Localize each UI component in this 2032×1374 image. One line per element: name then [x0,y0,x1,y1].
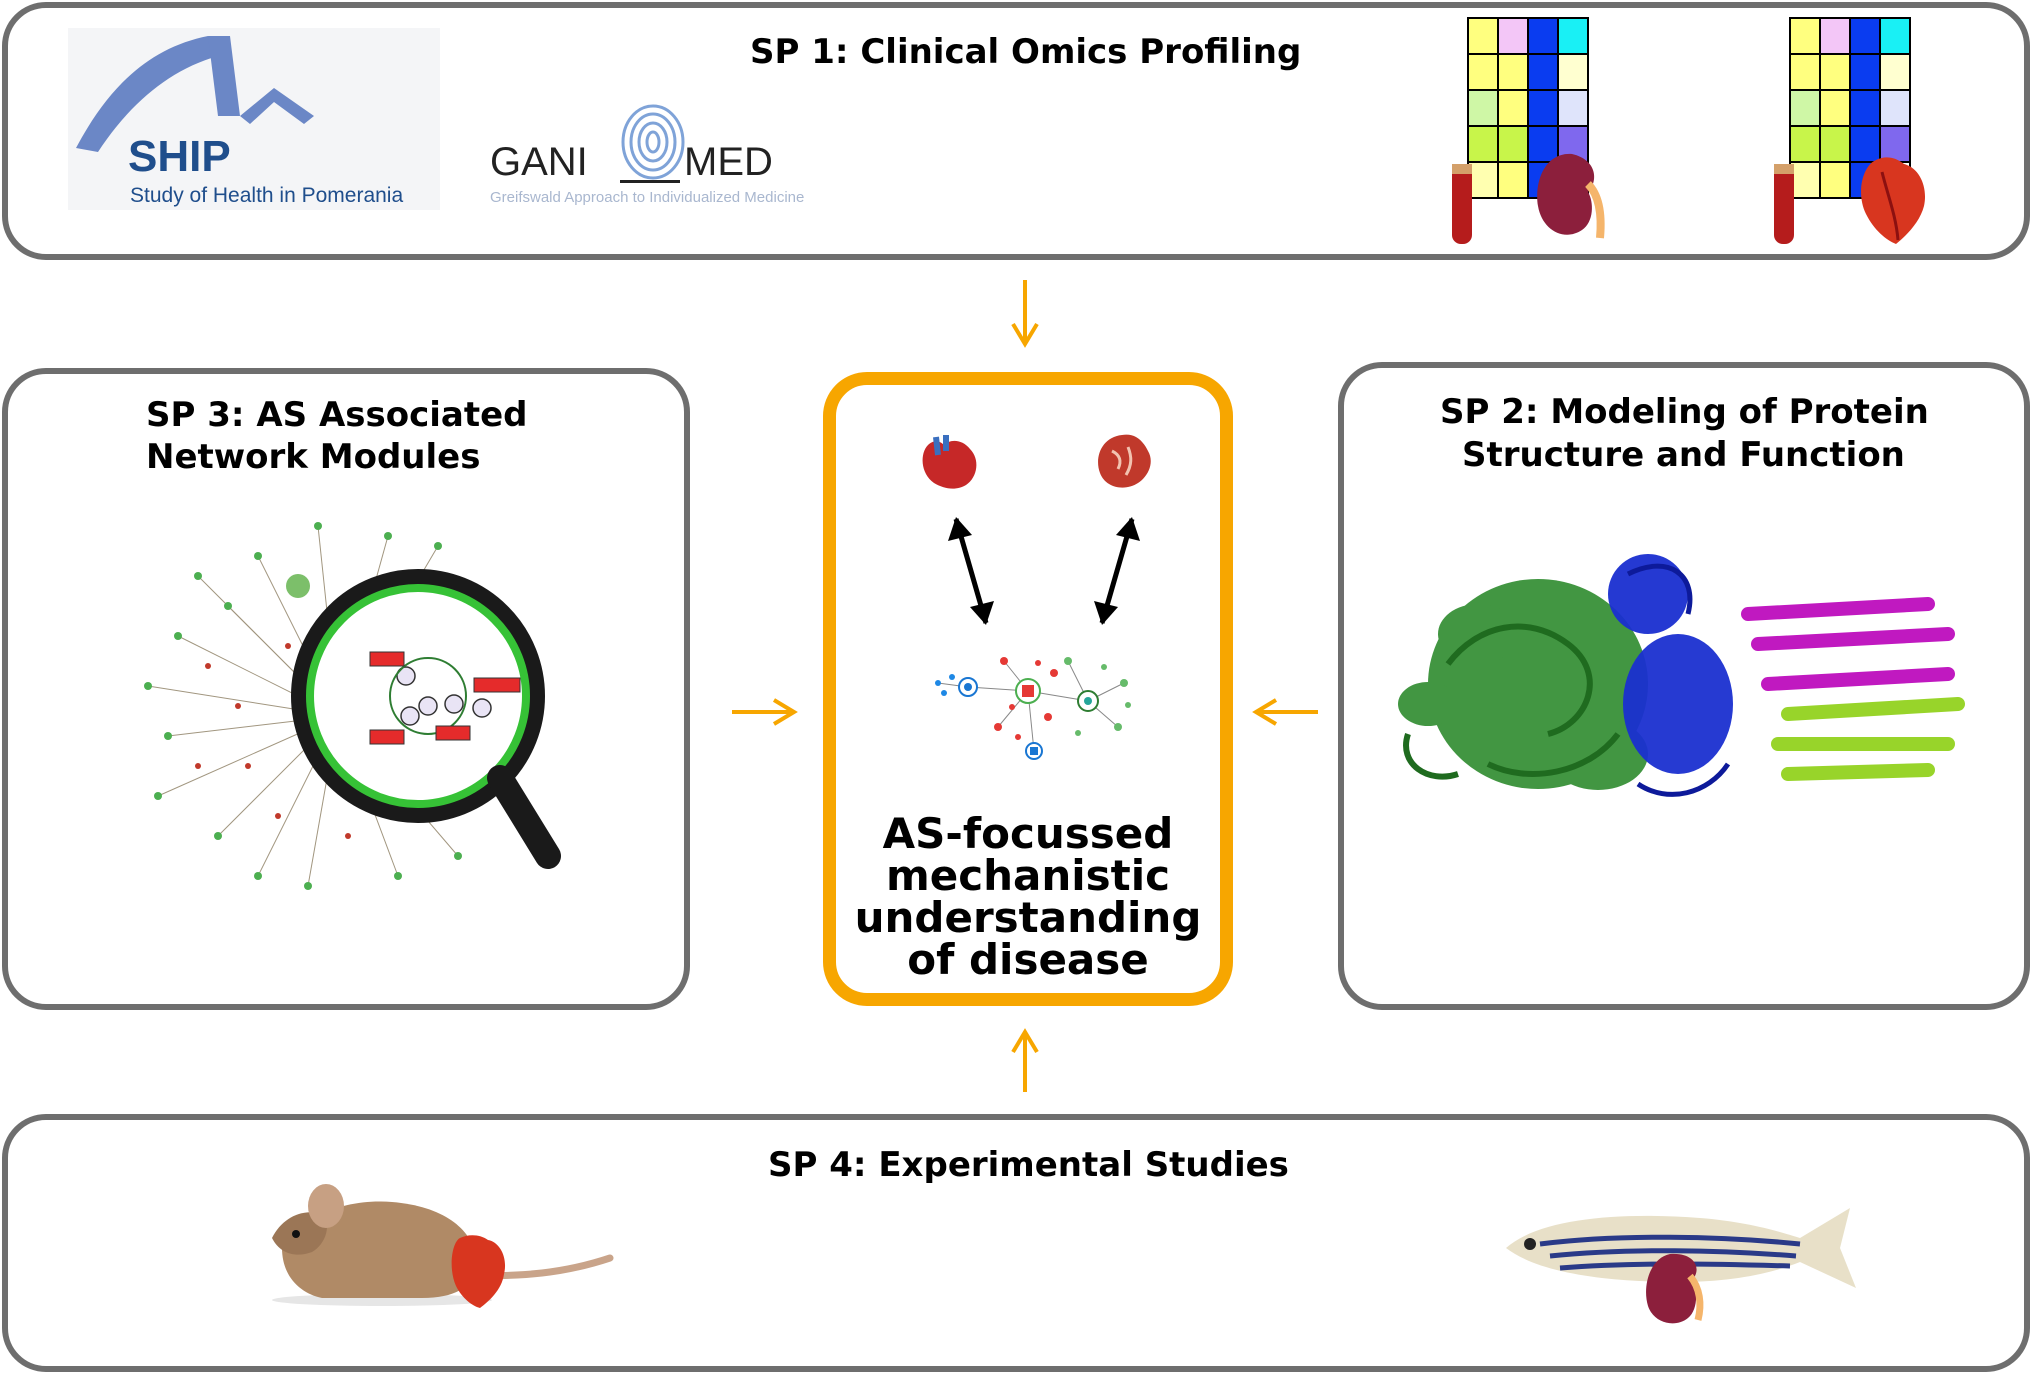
center-box: AS-focussed mechanistic understanding of… [823,372,1233,1006]
ship-logo: SHIP Study of Health in Pomerania [68,28,440,210]
protein-structure-icon [1398,554,1965,797]
ship-logo-name: SHIP [128,132,231,181]
kidney-icon [1098,434,1151,488]
ganimed-logo-underscore [620,180,680,183]
center-line-1: AS-focussed [882,809,1174,858]
ship-logo-graphic [76,36,314,152]
sp2-title-line2: Structure and Function [1462,435,1905,475]
heatmap-kidney-icon [1452,17,1605,244]
fingerprint-icon [621,104,685,180]
arrow-up-sp4 [1011,1028,1039,1092]
sp3-title-line1: SP 3: AS Associated [146,395,528,435]
arrow-right-sp3 [732,698,798,726]
ganimed-logo-left: GANI [490,140,588,184]
network-module-icon [935,657,1131,760]
double-arrow-right [1094,517,1140,625]
double-arrow-left [948,517,994,625]
center-line-3: understanding [854,893,1202,942]
sp4-title: SP 4: Experimental Studies [768,1145,1289,1185]
mouse-icon [272,1184,614,1308]
arrow-down-sp1 [1011,280,1039,348]
center-line-4: of disease [907,935,1149,984]
heatmap-heart-icon [1774,17,1926,244]
ganimed-logo-subtitle: Greifswald Approach to Individualized Me… [490,189,805,206]
arrow-left-sp2 [1252,698,1318,726]
ganimed-logo-right: MED [684,140,773,184]
heart-icon [922,435,977,489]
ship-logo-subtitle: Study of Health in Pomerania [130,184,404,207]
center-line-2: mechanistic [885,851,1171,900]
sp2-title-line1: SP 2: Modeling of Protein [1440,392,1929,432]
sp3-title-line2: Network Modules [146,437,481,477]
sp1-title: SP 1: Clinical Omics Profiling [750,32,1302,72]
network-magnifier-icon [144,522,561,890]
center-statement: AS-focussed mechanistic understanding of… [836,813,1220,981]
ganimed-logo: GANI MED Greifswald Approach to Individu… [488,68,888,210]
zebrafish-icon [1506,1208,1856,1324]
